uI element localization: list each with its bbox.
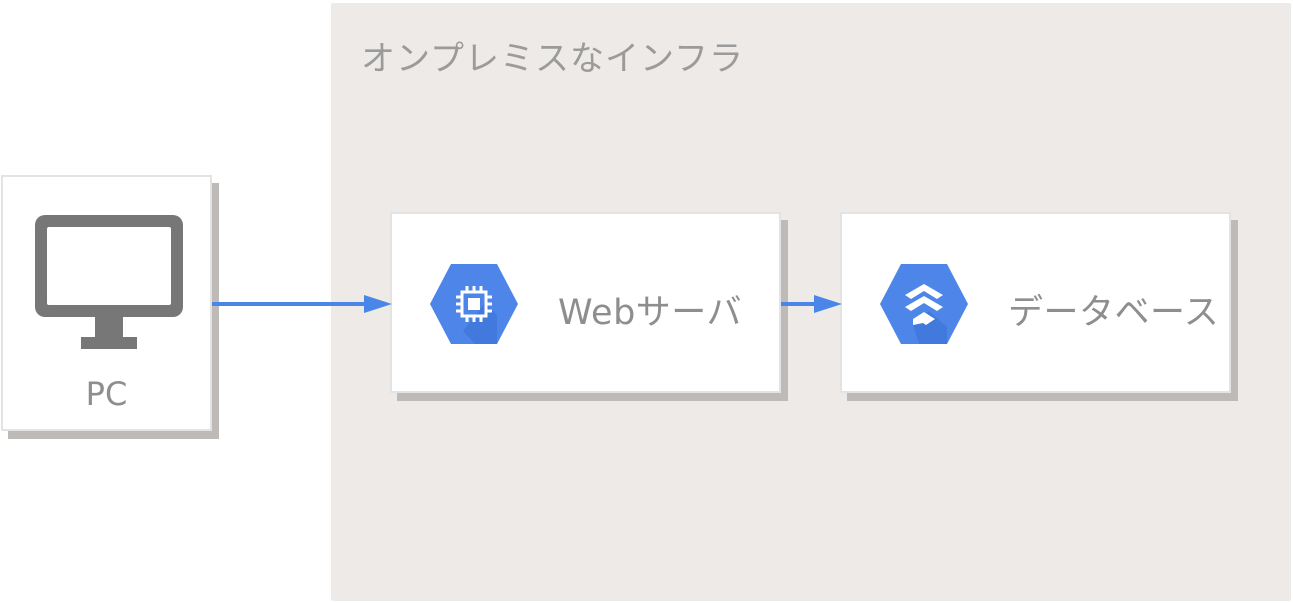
- pc-node[interactable]: PC: [1, 175, 212, 431]
- region-title: オンプレミスなインフラ: [361, 39, 744, 79]
- database-label: データベース: [1008, 293, 1220, 333]
- pc-label: PC: [85, 375, 128, 413]
- database-icon: [880, 264, 968, 344]
- database-node[interactable]: データベース: [840, 212, 1231, 393]
- web-server-node[interactable]: Webサーバ: [390, 212, 781, 393]
- monitor-icon: [35, 215, 183, 349]
- compute-engine-icon: [430, 264, 518, 344]
- web-server-label: Webサーバ: [558, 293, 742, 333]
